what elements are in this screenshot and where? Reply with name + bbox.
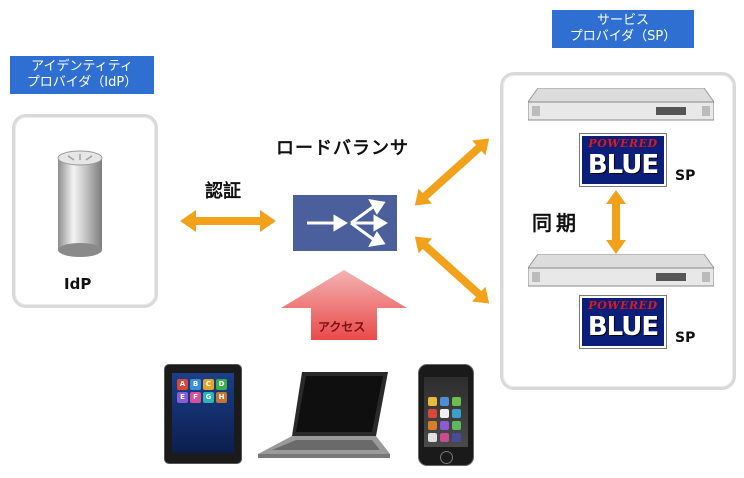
load-balancer-icon	[293, 195, 397, 251]
smartphone-app-grid	[428, 397, 466, 442]
smartphone-app-icon	[428, 397, 437, 406]
sp-title-box: サービス プロバイダ（SP）	[552, 10, 694, 48]
sp-title-line2: プロバイダ（SP）	[569, 29, 677, 44]
sp-title-line1: サービス	[596, 13, 649, 28]
sync-arrow	[606, 190, 626, 254]
tablet-app-tile: D	[216, 379, 227, 390]
smartphone-screen	[424, 377, 468, 447]
sync-label: 同期	[532, 211, 580, 235]
idp-title-box: アイデンティティ プロバイダ（IdP）	[10, 56, 154, 94]
smartphone-app-icon	[452, 397, 461, 406]
tablet-app-tile: C	[203, 379, 214, 390]
home-button-icon	[440, 451, 453, 464]
tablet-app-tile: B	[190, 379, 201, 390]
powered-blue-logo-bottom: POWERED BLUE	[579, 295, 667, 349]
logo-top-blue: BLUE	[587, 150, 659, 180]
smartphone-app-icon	[452, 409, 461, 418]
rack-server-top-icon	[528, 88, 714, 121]
tablet-app-tile: F	[190, 392, 201, 403]
smartphone-app-icon	[440, 433, 449, 442]
smartphone-app-icon	[428, 433, 437, 442]
idp-title-line1: アイデンティティ	[31, 59, 133, 74]
smartphone-app-icon	[428, 409, 437, 418]
lb-to-sp-top-arrow	[414, 138, 490, 206]
tablet-app-tile: H	[216, 392, 227, 403]
load-balancer-label: ロードバランサ	[276, 138, 409, 159]
tablet-app-tile: A	[177, 379, 188, 390]
smartphone-app-icon	[440, 421, 449, 430]
auth-label: 認証	[205, 181, 241, 202]
smartphone-app-icon	[440, 409, 449, 418]
idp-server-icon	[57, 150, 103, 257]
logo-top-powered: POWERED	[588, 137, 658, 150]
smartphone-app-icon	[428, 421, 437, 430]
tablet-app-tile: G	[203, 392, 214, 403]
auth-arrow	[180, 210, 276, 232]
sp-label-top: SP	[675, 168, 696, 184]
smartphone-app-icon	[452, 421, 461, 430]
rack-server-bottom-icon	[528, 254, 714, 287]
laptop-device	[258, 372, 390, 458]
sp-label-bottom: SP	[675, 330, 696, 346]
idp-server-label: IdP	[64, 275, 92, 293]
tablet-app-tile: E	[177, 392, 188, 403]
smartphone-app-icon	[440, 397, 449, 406]
logo-bottom-powered: POWERED	[588, 299, 658, 312]
smartphone-app-icon	[452, 433, 461, 442]
logo-bottom-blue: BLUE	[587, 312, 659, 342]
access-arrow	[281, 270, 407, 340]
smartphone-device	[418, 364, 474, 466]
powered-blue-logo-top: POWERED BLUE	[579, 133, 667, 187]
idp-title-line2: プロバイダ（IdP）	[26, 75, 138, 90]
lb-to-sp-bottom-arrow	[414, 236, 490, 304]
access-label: アクセス	[318, 320, 366, 334]
